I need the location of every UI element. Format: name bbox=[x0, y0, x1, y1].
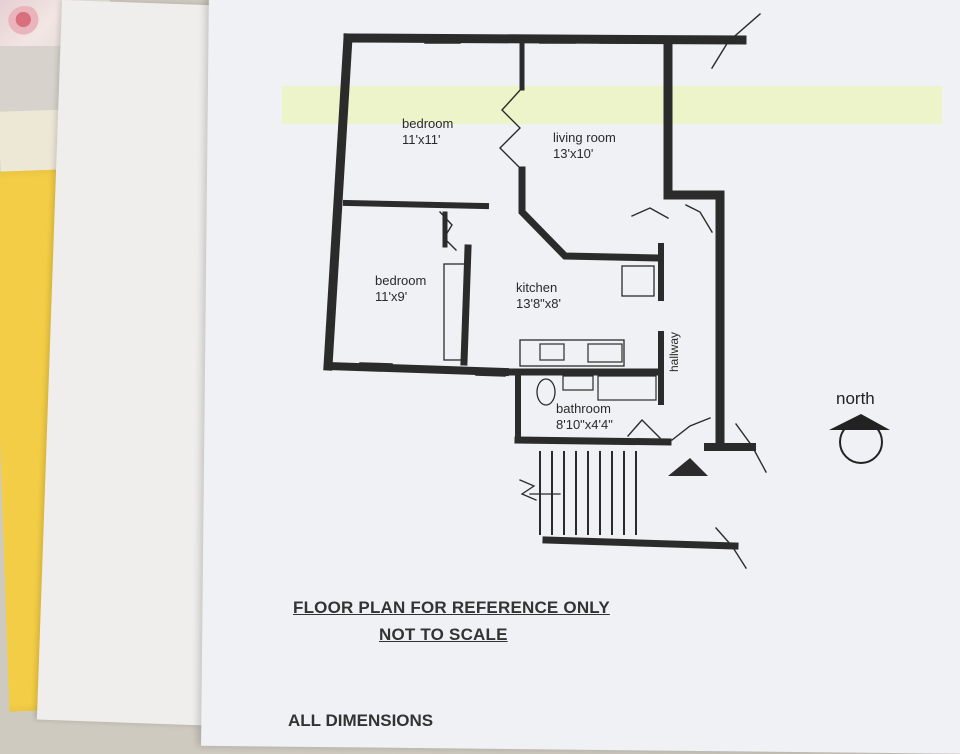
note-reference-only: FLOOR PLAN FOR REFERENCE ONLY bbox=[293, 598, 610, 617]
toilet bbox=[536, 378, 556, 406]
note-not-to-scale: NOT TO SCALE bbox=[379, 625, 508, 644]
wall-outer-top bbox=[343, 33, 747, 45]
room-label-hallway: hallway bbox=[667, 331, 681, 372]
break-lines bbox=[711, 13, 767, 569]
room-name: bedroom bbox=[375, 273, 427, 288]
flower-decoration bbox=[8, 6, 42, 36]
kitchen-counter bbox=[519, 339, 625, 367]
room-size: 13'8"x8' bbox=[516, 296, 561, 311]
room-name: kitchen bbox=[516, 280, 558, 295]
room-size: 13'x10' bbox=[553, 146, 594, 161]
entry-triangle-icon bbox=[668, 458, 708, 476]
wall-bath-bottom bbox=[514, 436, 672, 446]
window-marks bbox=[359, 35, 641, 377]
highlighter-stripe bbox=[282, 86, 942, 124]
stairs bbox=[519, 451, 637, 535]
fridge bbox=[621, 265, 655, 297]
closet bbox=[443, 263, 467, 361]
room-label-bathroom: bathroom 8'10"x4'4" bbox=[556, 401, 613, 433]
room-label-kitchen: kitchen 13'8"x8' bbox=[516, 280, 561, 312]
room-size: 11'x11' bbox=[402, 132, 441, 147]
wall-living-east bbox=[663, 37, 725, 450]
wall-living-diagonal bbox=[518, 166, 664, 262]
room-name: living room bbox=[553, 130, 616, 145]
stove bbox=[587, 343, 623, 363]
note-dimensions-cut-off: ALL DIMENSIONS bbox=[288, 711, 434, 730]
compass-label: north bbox=[836, 389, 875, 408]
wall-stair-bottom bbox=[542, 536, 739, 550]
bath-vanity bbox=[562, 375, 594, 391]
door-swings bbox=[439, 87, 713, 441]
room-size: 8'10"x4'4" bbox=[556, 417, 613, 432]
kitchen-sink bbox=[539, 343, 565, 361]
wall-outer-left bbox=[323, 33, 353, 371]
room-label-bedroom-2: bedroom 11'x9' bbox=[375, 273, 426, 305]
wall-outer-bottom bbox=[323, 361, 510, 377]
room-name: bathroom bbox=[556, 401, 611, 416]
room-label-living-room: living room 13'x10' bbox=[553, 130, 616, 162]
bathtub bbox=[597, 375, 657, 401]
north-arrow-icon bbox=[829, 414, 890, 464]
room-size: 11'x9' bbox=[375, 289, 408, 304]
wall-bed1-bottom bbox=[342, 199, 490, 210]
room-name: bedroom bbox=[402, 116, 454, 131]
floor-plan-drawing bbox=[323, 13, 890, 569]
room-label-bedroom-1: bedroom 11'x11' bbox=[402, 116, 453, 148]
